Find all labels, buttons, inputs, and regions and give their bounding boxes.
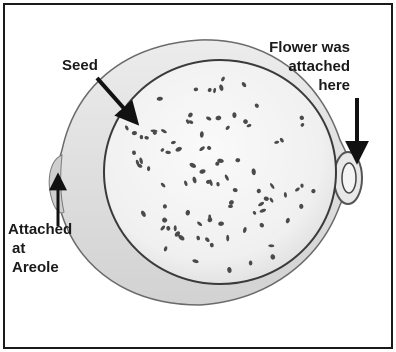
areole-label-line-2: at	[12, 240, 25, 257]
seed-dot	[174, 225, 177, 231]
flower-label-line-1: Flower was	[269, 39, 350, 56]
flower-label-line-2: attached	[288, 58, 350, 75]
fruit-flesh	[104, 60, 336, 284]
areole-label-line-3: Areole	[12, 259, 59, 276]
areole-label-line-1: Attached	[8, 221, 72, 238]
flower-label-line-3: here	[318, 77, 350, 94]
seed-label: Seed	[62, 57, 98, 74]
flower-scar-inner	[342, 163, 356, 193]
